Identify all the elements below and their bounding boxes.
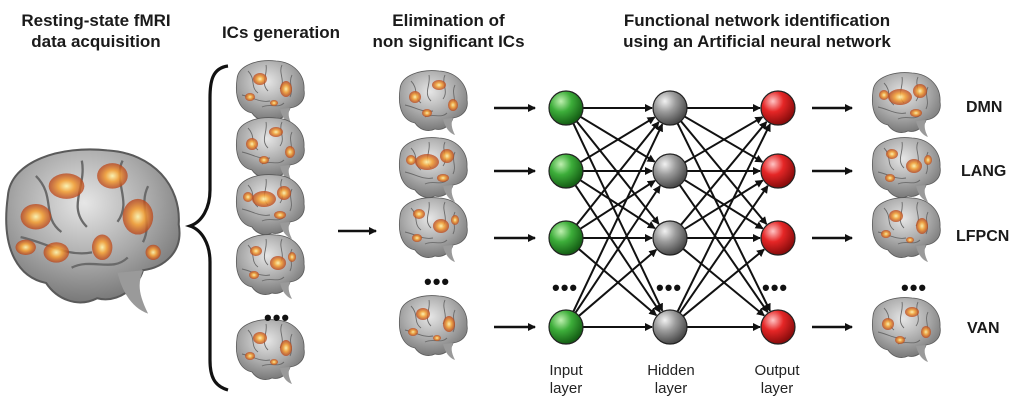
connection-hidden-node-4-to-output-node-2 xyxy=(678,184,769,314)
brain-network-2 xyxy=(871,137,941,203)
label-output-layer-line1: Output xyxy=(754,362,800,379)
brain-network-3 xyxy=(871,197,941,263)
ellipsis-networks: ••• xyxy=(901,275,928,300)
output-node-1 xyxy=(760,90,796,126)
hidden-node-3 xyxy=(652,220,688,256)
label-hidden-layer: Hidden layer xyxy=(631,362,711,398)
header-ics-generation: ICs generation xyxy=(221,23,341,42)
brain-significant-2 xyxy=(398,137,468,203)
ellipsis-input: ••• xyxy=(552,275,579,300)
ellipsis-output: ••• xyxy=(762,275,789,300)
ellipsis-ics: ••• xyxy=(264,305,291,330)
label-input-layer-line2: layer xyxy=(549,380,583,397)
label-hidden-layer-line1: Hidden xyxy=(647,362,695,379)
header-acquisition-line2: data acquisition xyxy=(31,32,161,51)
brace xyxy=(184,64,229,392)
label-input-layer: Input layer xyxy=(527,362,605,398)
label-output-layer: Output layer xyxy=(737,362,817,398)
brain-ic-3 xyxy=(235,174,305,240)
brain-ic-4 xyxy=(235,234,305,300)
brain-network-1 xyxy=(871,72,941,138)
connection-hidden-node-2-to-output-node-1 xyxy=(684,116,764,164)
label-input-layer-line1: Input xyxy=(549,362,583,379)
connection-hidden-node-3-to-output-node-2 xyxy=(683,179,764,230)
header-elimination-line2: non significant ICs xyxy=(372,32,525,51)
label-output-layer-line2: layer xyxy=(760,380,794,397)
header-acquisition: Resting-state fMRI data acquisition xyxy=(6,10,186,52)
input-node-3 xyxy=(548,220,584,256)
connection-hidden-node-4-to-output-node-3 xyxy=(682,248,765,317)
network-label-lang: LANG xyxy=(961,163,1007,180)
input-node-1 xyxy=(548,90,584,126)
ellipsis-elimination: ••• xyxy=(424,269,451,294)
connection-input-node-2-to-hidden-node-1 xyxy=(580,116,656,164)
label-hidden-layer-line2: layer xyxy=(654,380,688,397)
input-node-2 xyxy=(548,153,584,189)
network-label-lfpcn: LFPCN xyxy=(956,228,1010,245)
brain-significant-3 xyxy=(398,197,468,263)
hidden-node-1 xyxy=(652,90,688,126)
connection-hidden-node-3-to-output-node-1 xyxy=(680,121,768,226)
network-label-dmn: DMN xyxy=(966,99,1003,116)
hidden-node-2 xyxy=(652,153,688,189)
brain-ic-5 xyxy=(235,319,305,385)
brain-ic-1 xyxy=(235,60,305,126)
ellipsis-hidden: ••• xyxy=(656,275,683,300)
output-node-2 xyxy=(760,153,796,189)
connection-input-node-3-to-hidden-node-2 xyxy=(579,179,656,230)
brain-acquisition xyxy=(4,148,181,315)
header-identification: Functional network identification using … xyxy=(572,10,942,52)
output-node-4 xyxy=(760,309,796,345)
connection-hidden-node-4-to-output-node-1 xyxy=(676,123,771,313)
brain-ic-2 xyxy=(235,117,305,183)
header-elimination-line1: Elimination of xyxy=(392,11,505,30)
header-identification-line2: using an Artificial neural network xyxy=(623,32,891,51)
input-node-4 xyxy=(548,309,584,345)
brain-significant-1 xyxy=(398,70,468,136)
output-node-3 xyxy=(760,220,796,256)
hidden-node-4 xyxy=(652,309,688,345)
connection-input-node-4-to-hidden-node-3 xyxy=(578,248,658,317)
brain-network-4 xyxy=(871,297,941,363)
network-label-van: VAN xyxy=(967,320,1000,337)
header-elimination: Elimination of non significant ICs xyxy=(356,10,541,52)
connection-input-node-4-to-hidden-node-1 xyxy=(572,123,664,313)
connection-input-node-3-to-hidden-node-1 xyxy=(575,121,660,226)
brain-significant-4 xyxy=(398,295,468,361)
header-acquisition-line1: Resting-state fMRI xyxy=(21,11,171,30)
header-identification-line1: Functional network identification xyxy=(623,11,891,30)
connection-input-node-4-to-hidden-node-2 xyxy=(574,185,661,314)
